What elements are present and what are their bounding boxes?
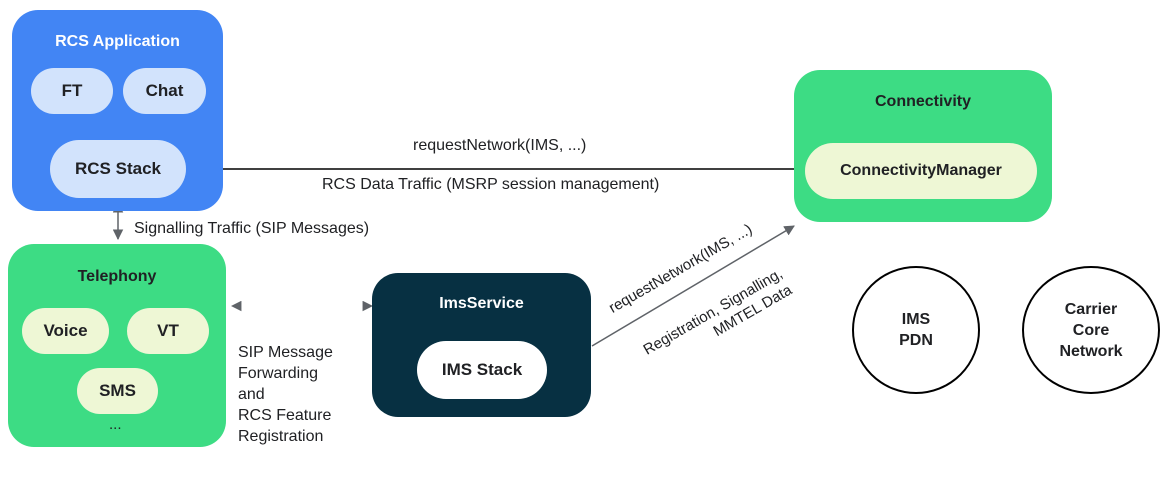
ims-stack-pill: IMS Stack xyxy=(417,341,547,399)
rcs-data-traffic-label: RCS Data Traffic (MSRP session managemen… xyxy=(322,176,660,193)
telephony-more: ... xyxy=(109,416,122,433)
sip-forwarding-label: SIP Message Forwarding and RCS Feature R… xyxy=(238,344,333,445)
voice-pill: Voice xyxy=(22,308,109,354)
connectivity-manager-pill: ConnectivityManager xyxy=(805,143,1037,199)
chat-pill: Chat xyxy=(123,68,206,114)
ft-pill: FT xyxy=(31,68,113,114)
telephony-box: Telephony Voice VT SMS ... xyxy=(8,244,226,447)
rcs-stack-pill: RCS Stack xyxy=(50,140,186,198)
rcs-application-box: RCS Application FT Chat RCS Stack xyxy=(12,10,223,211)
signalling-traffic-label: Signalling Traffic (SIP Messages) xyxy=(134,220,370,237)
connectivity-box: Connectivity ConnectivityManager xyxy=(794,70,1052,222)
connectivity-title: Connectivity xyxy=(874,93,971,110)
ims-service-title: ImsService xyxy=(439,295,524,312)
ims-connectivity-arrow xyxy=(591,225,795,347)
carrier-core-network-circle: Carrier Core Network xyxy=(1022,266,1160,394)
rcs-application-title: RCS Application xyxy=(55,33,180,50)
ims-pdn-label: IMS PDN xyxy=(899,311,933,349)
request-network-top-label: requestNetwork(IMS, ...) xyxy=(413,137,587,154)
ims-pdn-circle: IMS PDN xyxy=(852,266,980,394)
vt-pill: VT xyxy=(127,308,209,354)
sms-pill: SMS xyxy=(77,368,158,414)
carrier-core-network-label: Carrier Core Network xyxy=(1059,300,1123,360)
ims-service-box: ImsService IMS Stack xyxy=(372,273,591,417)
telephony-title: Telephony xyxy=(77,268,157,285)
